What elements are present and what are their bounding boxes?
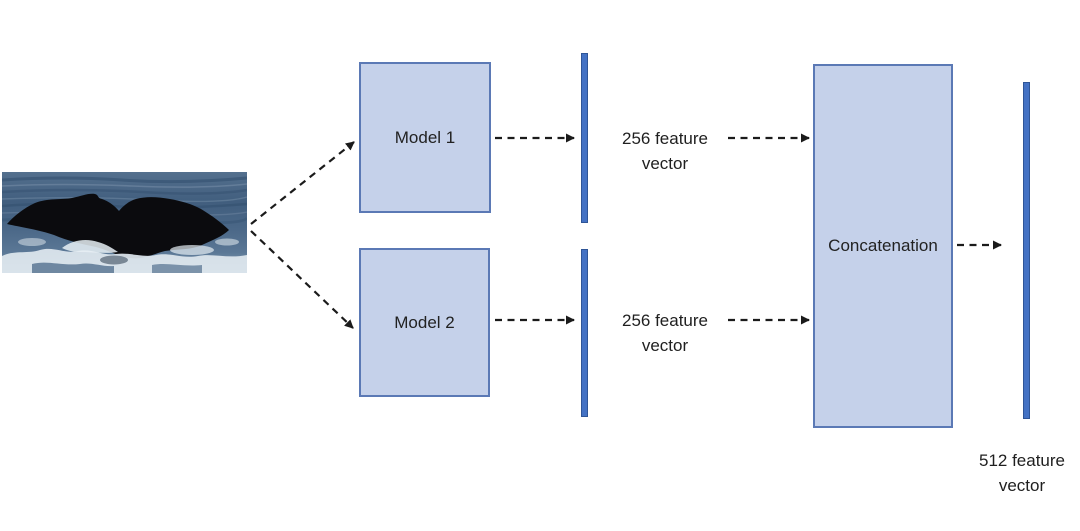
vector2-label: 256 feature vector xyxy=(601,308,729,358)
model1-label: Model 1 xyxy=(394,127,456,147)
model1-box: Model 1 xyxy=(359,62,491,213)
concatenation-box: Concatenation xyxy=(813,64,953,428)
feature-vector-bar-2 xyxy=(581,249,588,417)
model2-box: Model 2 xyxy=(359,248,490,397)
whale-fluke-photo xyxy=(1,172,249,273)
arrow-input-to-model2 xyxy=(250,230,354,329)
final-vector-label-line2: vector xyxy=(998,476,1046,495)
vector2-label-line1: 256 feature xyxy=(621,311,708,330)
whale-fluke-silhouette xyxy=(7,193,229,259)
sea-foam xyxy=(2,238,247,273)
whale-fluke-illustration xyxy=(1,172,249,273)
arrow-input-to-model1 xyxy=(250,141,355,225)
model2-label: Model 2 xyxy=(394,312,455,332)
final-vector-label-line1: 512 feature xyxy=(978,451,1065,470)
vector1-label: 256 feature vector xyxy=(601,126,729,176)
concatenation-label: Concatenation xyxy=(828,236,938,255)
feature-vector-bar-1 xyxy=(581,53,588,223)
final-vector-label: 512 feature vector xyxy=(958,448,1080,498)
vector1-label-line1: 256 feature xyxy=(621,129,708,148)
vector1-label-line2: vector xyxy=(641,154,689,173)
vector2-label-line2: vector xyxy=(641,336,689,355)
feature-vector-bar-output xyxy=(1023,82,1030,419)
